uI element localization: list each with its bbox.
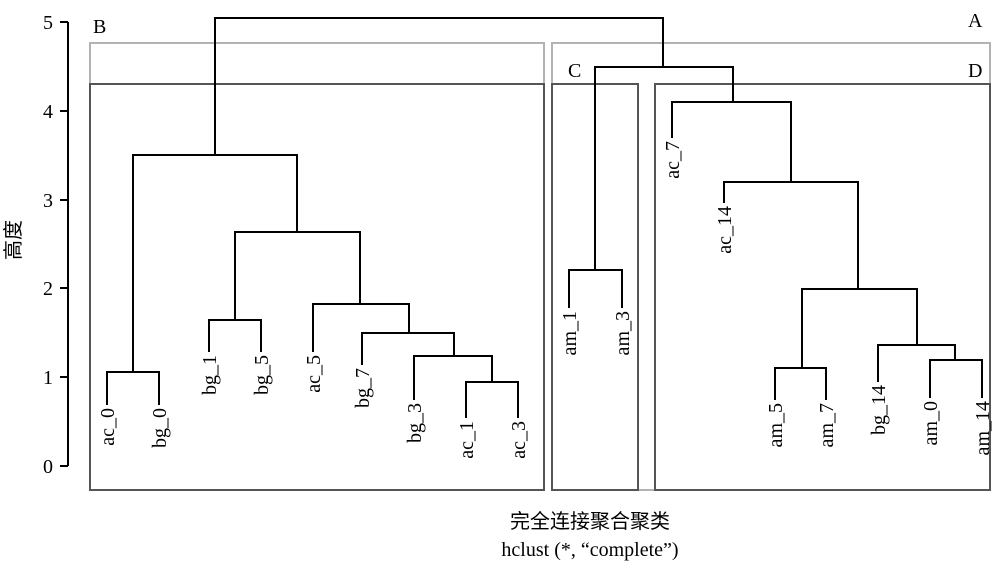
cluster-boxes: B A C D [89, 10, 991, 491]
caption-title: 完全连接聚合聚类 [510, 510, 670, 533]
leaf-label: ac_7 [662, 141, 684, 179]
leaf-label: bg_3 [404, 403, 426, 443]
branch-am-group [801, 288, 918, 368]
leaf-label: am_7 [816, 403, 838, 447]
leaf-label: bg_0 [149, 408, 171, 448]
caption: 完全连接聚合聚类 hclust (*, “complete”) [501, 510, 678, 561]
leaf-label: am_1 [559, 311, 581, 355]
leaf-label: ac_0 [97, 408, 119, 446]
branch-bg7-group [361, 332, 455, 365]
cluster-label-a: A [968, 10, 983, 32]
dendrogram-branches [106, 17, 983, 418]
leaf-label: bg_7 [352, 368, 374, 408]
cluster-label-c: C [568, 60, 581, 82]
caption-method: hclust (*, “complete”) [501, 539, 678, 561]
y-axis-label: 高度 [2, 220, 25, 260]
y-axis: 0 1 2 3 4 5 高度 [2, 12, 69, 478]
branch-ac5-group [312, 303, 410, 352]
branch-b-mid [234, 231, 361, 320]
branch-am1-am3 [568, 269, 623, 308]
branch-ac1-ac3 [465, 381, 519, 418]
cluster-label-b: B [93, 16, 106, 38]
y-tick-label-2: 2 [43, 278, 53, 300]
y-tick-label-3: 3 [43, 190, 53, 212]
leaf-label: ac_3 [508, 421, 530, 459]
branch-b-top [132, 154, 298, 372]
branch-d-top [671, 101, 792, 182]
branch-root [214, 17, 664, 155]
leaf-label: bg_5 [251, 355, 273, 395]
leaf-labels: ac_0 bg_0 bg_1 bg_5 ac_5 bg_7 bg_3 ac_1 … [97, 141, 994, 459]
branch-bg1-bg5 [208, 319, 262, 352]
leaf-label: am_3 [612, 311, 634, 355]
leaf-label: am_5 [765, 403, 787, 447]
branch-am5-am7 [774, 367, 827, 400]
y-tick-label-4: 4 [43, 101, 53, 123]
branch-bg3-group [413, 355, 493, 400]
y-tick-label-0: 0 [43, 456, 53, 478]
y-tick-label-1: 1 [43, 367, 53, 389]
leaf-label: bg_14 [868, 385, 890, 435]
branch-a-top [594, 66, 734, 270]
leaf-label: ac_5 [303, 355, 325, 393]
leaf-label: am_14 [972, 401, 994, 455]
cluster-box-b [89, 83, 545, 491]
leaf-label: ac_1 [456, 421, 478, 459]
leaf-label: ac_14 [714, 206, 736, 254]
branch-ac14-group [723, 181, 859, 289]
branch-ac0-bg0 [106, 371, 160, 405]
cluster-box-d [654, 83, 991, 491]
cluster-label-d: D [968, 60, 982, 82]
branch-bg14-group [877, 344, 956, 382]
branch-am0-am14 [929, 359, 983, 398]
leaf-label: am_0 [920, 401, 942, 445]
y-tick-label-5: 5 [43, 12, 53, 34]
leaf-label: bg_1 [199, 355, 221, 395]
